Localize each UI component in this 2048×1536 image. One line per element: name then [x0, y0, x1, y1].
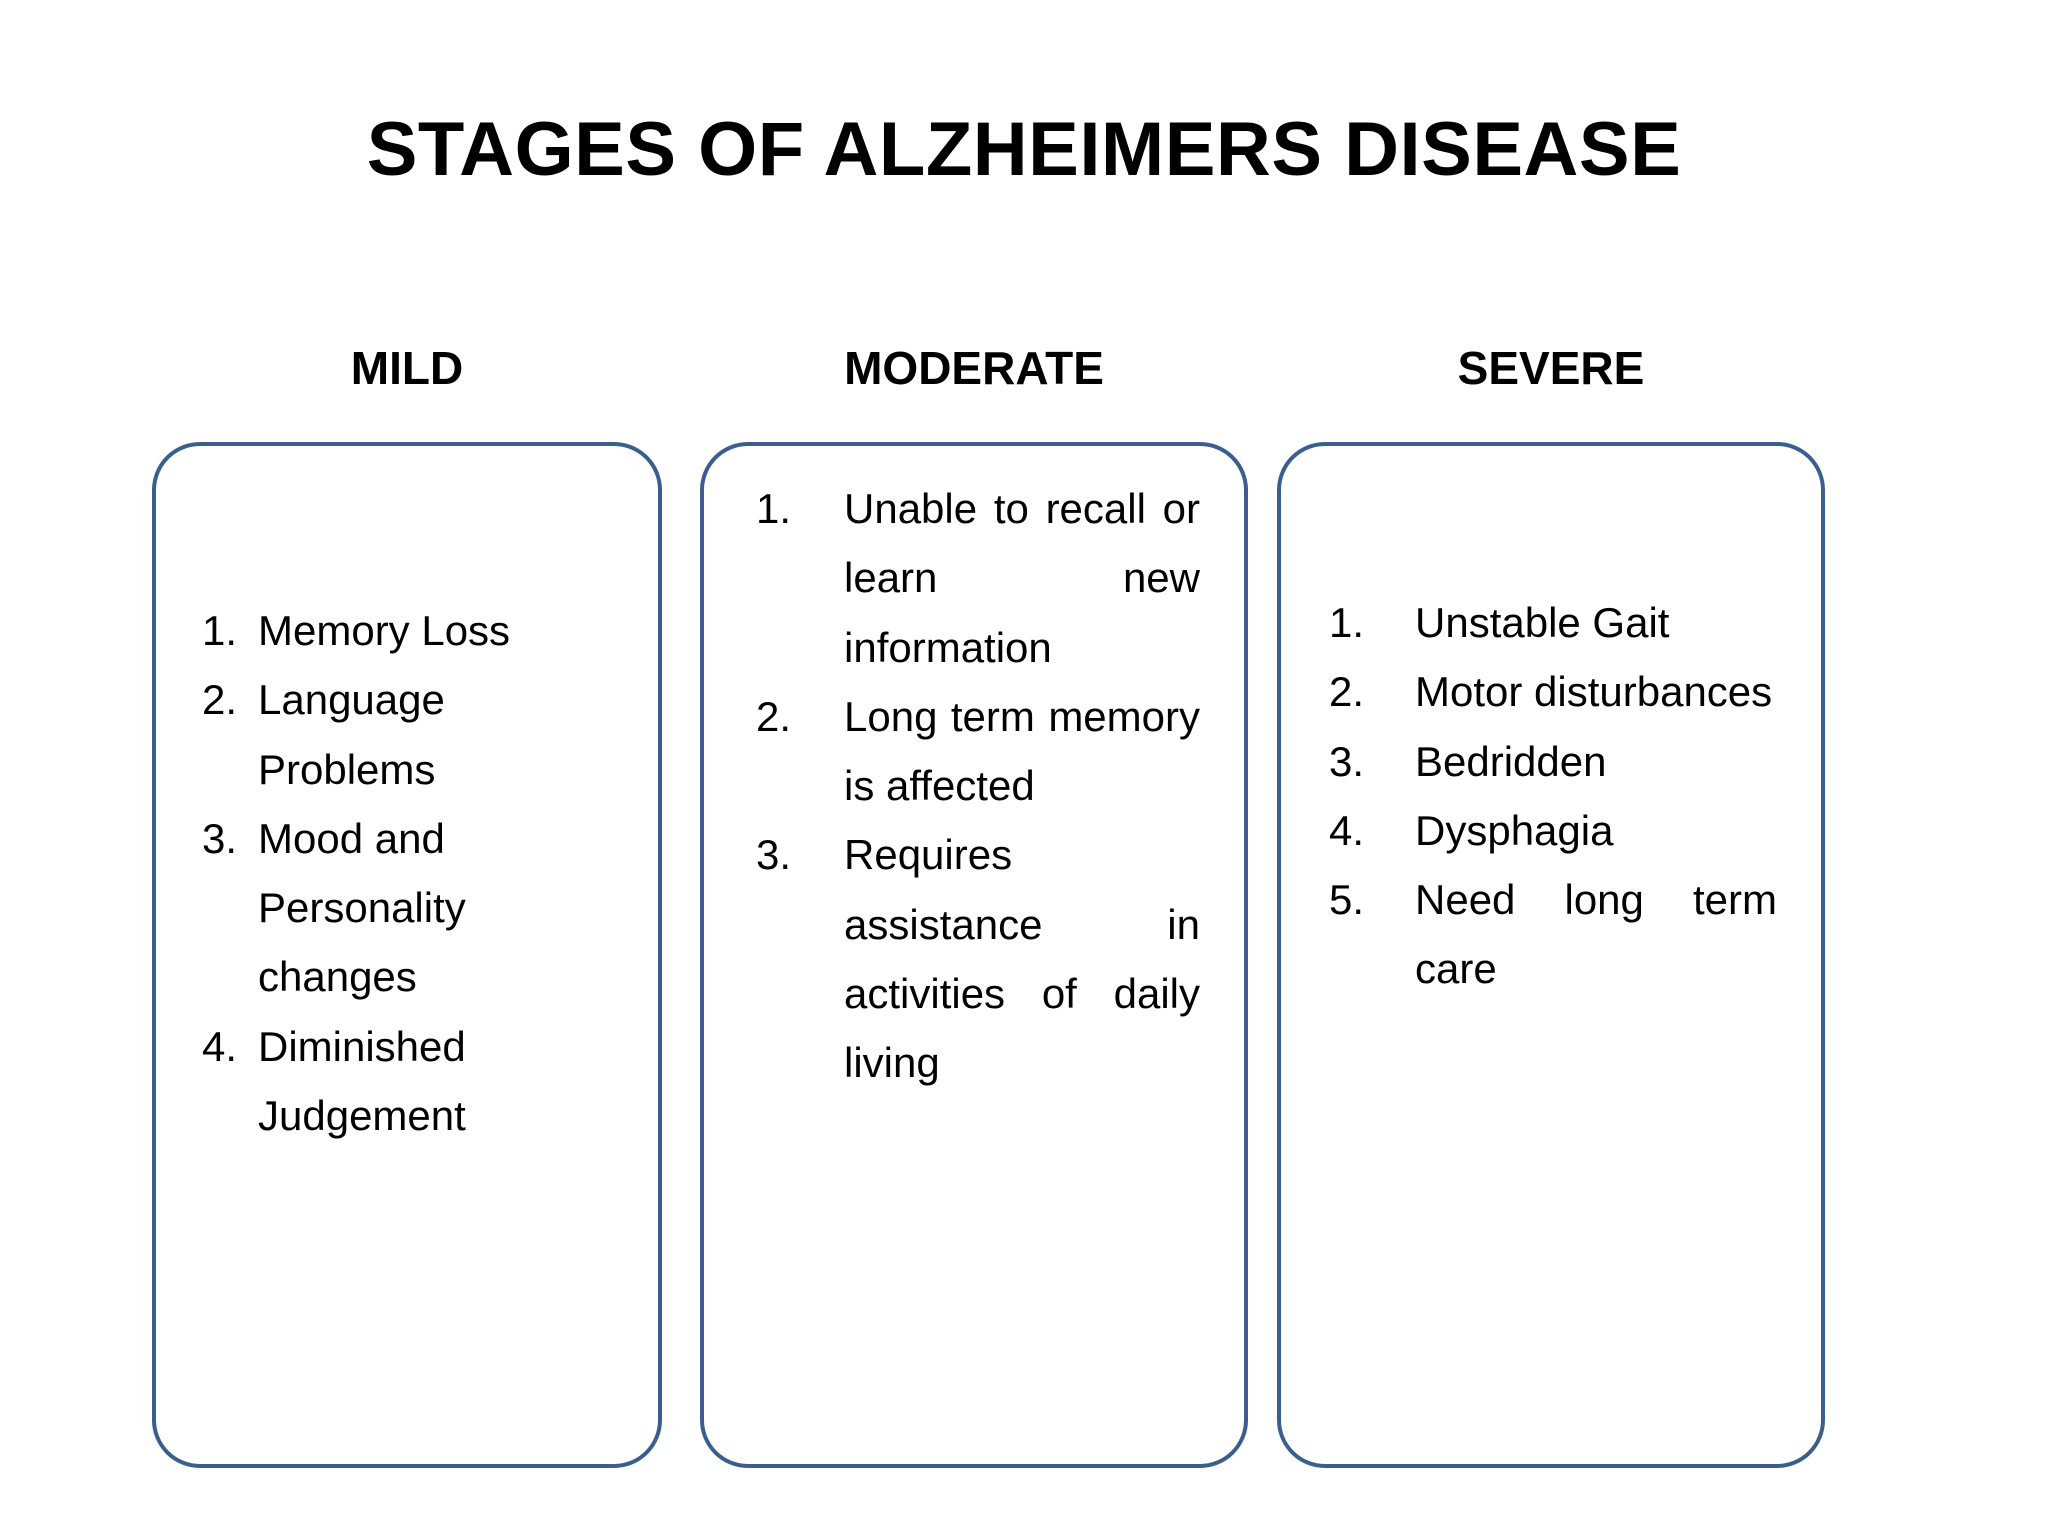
list-item-label: Long term memory is affected	[844, 692, 1200, 810]
list-item: 2. Long term memory is affected	[756, 682, 1200, 821]
list-item-number: 5.	[1329, 876, 1365, 924]
list-item-label: Mood and Personality changes	[258, 814, 466, 1001]
list-item: 2. Motor disturbances	[1329, 657, 1777, 726]
list-item-label: Memory Loss	[258, 607, 511, 654]
list-item-number: 2.	[756, 692, 792, 740]
list-item: 1. Memory Loss	[202, 596, 628, 665]
list-item-label: Dysphagia	[1415, 806, 1614, 854]
list-item-number: 3.	[756, 831, 792, 879]
stage-box-moderate-content: 1. Unable to recall or learn new informa…	[756, 474, 1200, 1098]
list-item-number: 1.	[756, 485, 792, 532]
list-item: 4. Dysphagia	[1329, 796, 1777, 865]
list-item-label: Unstable Gait	[1415, 599, 1670, 646]
list-item: 3. Requires assistance in activities of …	[756, 820, 1200, 1097]
stage-list-moderate: 1. Unable to recall or learn new informa…	[756, 474, 1200, 1098]
list-item: 4. Diminished Judgement	[202, 1012, 628, 1151]
list-item-label: Bedridden	[1415, 737, 1607, 785]
page-title: STAGES OF ALZHEIMERS DISEASE	[366, 107, 1682, 192]
list-item-label: Diminished Judgement	[258, 1022, 466, 1140]
list-item-number: 1.	[202, 607, 238, 654]
list-item-number: 2.	[202, 676, 238, 724]
list-item: 1. Unstable Gait	[1329, 588, 1777, 657]
list-item: 3. Bedridden	[1329, 727, 1777, 796]
list-item-number: 4.	[1329, 806, 1365, 854]
list-item-number: 1.	[1329, 599, 1365, 646]
stage-list-mild: 1. Memory Loss 2. Language Problems 3. M…	[202, 596, 628, 1150]
list-item-number: 3.	[202, 814, 238, 862]
list-item: 1. Unable to recall or learn new informa…	[756, 474, 1200, 682]
list-item-number: 4.	[202, 1022, 238, 1070]
list-item: 3. Mood and Personality changes	[202, 804, 628, 1012]
column-header-moderate: MODERATE	[844, 342, 1104, 394]
list-item: 5. Need long term care	[1329, 865, 1777, 1004]
column-header-mild: MILD	[350, 342, 464, 394]
stage-box-severe: 1. Unstable Gait 2. Motor disturbances 3…	[1277, 442, 1825, 1468]
stage-box-mild-content: 1. Memory Loss 2. Language Problems 3. M…	[202, 596, 628, 1150]
column-header-severe: SEVERE	[1457, 342, 1645, 394]
stage-box-mild: 1. Memory Loss 2. Language Problems 3. M…	[152, 442, 662, 1468]
stage-box-moderate: 1. Unable to recall or learn new informa…	[700, 442, 1248, 1468]
column-headers-row: MILD MODERATE SEVERE	[0, 343, 2048, 407]
stage-box-severe-content: 1. Unstable Gait 2. Motor disturbances 3…	[1329, 588, 1777, 1004]
list-item-label: Requires assistance in activities of dai…	[844, 831, 1200, 1087]
stage-list-severe: 1. Unstable Gait 2. Motor disturbances 3…	[1329, 588, 1777, 1004]
list-item-label: Motor disturbances	[1415, 668, 1773, 716]
list-item-label: Language Problems	[258, 676, 445, 793]
list-item-number: 2.	[1329, 668, 1365, 716]
list-item-label: Need long term care	[1415, 876, 1777, 993]
list-item: 2. Language Problems	[202, 665, 628, 804]
list-item-number: 3.	[1329, 737, 1365, 785]
list-item-label: Unable to recall or learn new informatio…	[844, 485, 1200, 671]
